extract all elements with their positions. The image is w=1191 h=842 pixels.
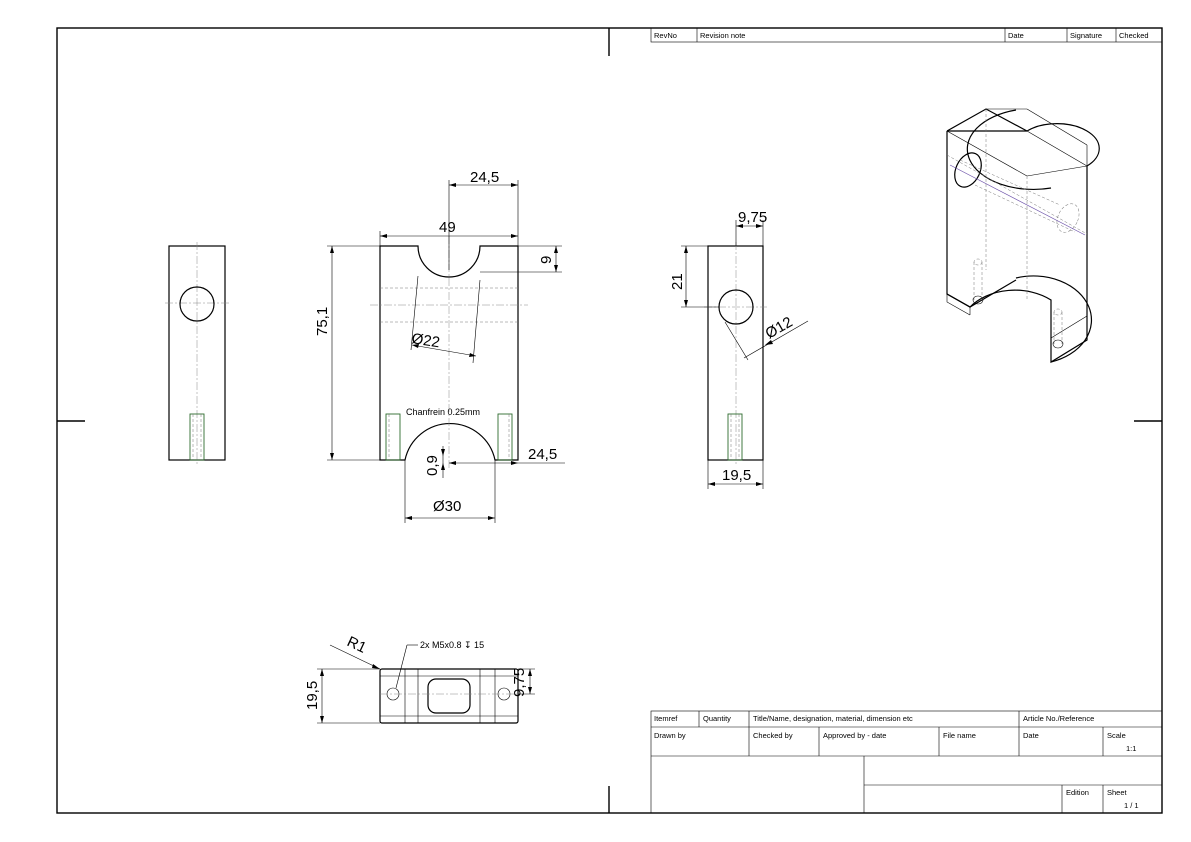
note-thread: 2x M5x0.8 ↧ 15 bbox=[420, 640, 484, 650]
dim-side-hole-diameter: Ø12 bbox=[763, 314, 796, 343]
dim-bottom-hole-diameter: Ø30 bbox=[433, 498, 461, 515]
dim-side-hole-x: 9,75 bbox=[738, 209, 767, 226]
note-chamfer: Chanfrein 0.25mm bbox=[406, 407, 480, 417]
dim-top-depth: 9 bbox=[538, 256, 555, 264]
tb-checked-by: Checked by bbox=[753, 731, 793, 740]
sheet-frame bbox=[56, 27, 1163, 814]
dim-top-half-width: 24,5 bbox=[470, 169, 499, 186]
dim-bottom-half: 9,75 bbox=[511, 668, 528, 697]
bottom-view: R1 2x M5x0.8 ↧ 15 19,5 9,75 bbox=[304, 633, 535, 724]
left-side-view bbox=[165, 242, 229, 464]
rev-header-checked: Checked bbox=[1119, 31, 1149, 40]
rev-header-signature: Signature bbox=[1070, 31, 1102, 40]
tb-sheet: Sheet bbox=[1107, 788, 1128, 797]
rev-header-note: Revision note bbox=[700, 31, 745, 40]
dim-total-height: 75,1 bbox=[314, 307, 331, 336]
dim-bottom-radius: R1 bbox=[344, 633, 369, 657]
dim-side-hole-y: 21 bbox=[669, 273, 686, 290]
dim-bottom-width: 19,5 bbox=[304, 681, 321, 710]
tb-article: Article No./Reference bbox=[1023, 714, 1094, 723]
dim-total-width: 49 bbox=[439, 219, 456, 236]
isometric-view bbox=[946, 108, 1100, 364]
tb-file-name: File name bbox=[943, 731, 976, 740]
tb-sheet-value: 1 / 1 bbox=[1124, 801, 1139, 810]
front-view: 24,5 49 75,1 9 Ø22 Chanfrein 0.25mm bbox=[314, 169, 565, 523]
tb-quantity: Quantity bbox=[703, 714, 731, 723]
rev-header-revno: RevNo bbox=[654, 31, 677, 40]
dim-bottom-half-width: 24,5 bbox=[528, 446, 557, 463]
tb-itemref: Itemref bbox=[654, 714, 678, 723]
tb-title: Title/Name, designation, material, dimen… bbox=[753, 714, 913, 723]
dim-bottom-offset: 0,9 bbox=[424, 455, 441, 476]
tb-scale-value: 1:1 bbox=[1126, 744, 1136, 753]
dim-top-hole-diameter: Ø22 bbox=[410, 330, 441, 351]
tb-edition: Edition bbox=[1066, 788, 1089, 797]
tb-drawn-by: Drawn by bbox=[654, 731, 686, 740]
title-block: Itemref Quantity Title/Name, designation… bbox=[650, 710, 1163, 814]
tb-date: Date bbox=[1023, 731, 1039, 740]
dim-side-width: 19,5 bbox=[722, 467, 751, 484]
right-side-view: 9,75 21 Ø12 19,5 bbox=[669, 209, 809, 489]
tb-approved-by: Approved by - date bbox=[823, 731, 886, 740]
rev-header-date: Date bbox=[1008, 31, 1024, 40]
revision-table: RevNo Revision note Date Signature Check… bbox=[650, 27, 1163, 43]
tb-scale: Scale bbox=[1107, 731, 1126, 740]
